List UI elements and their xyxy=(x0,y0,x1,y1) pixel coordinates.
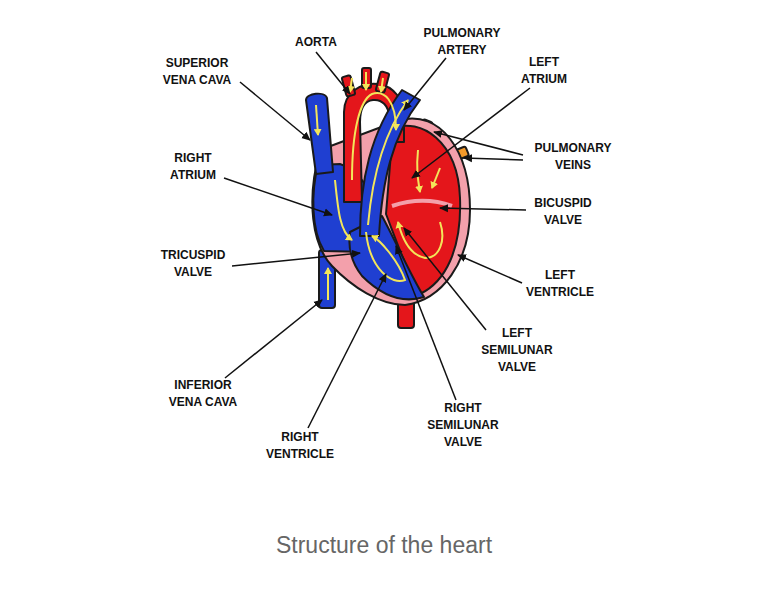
leader-line xyxy=(458,255,522,283)
leader-line xyxy=(434,132,523,155)
flow-arrow xyxy=(316,105,318,135)
leader-line xyxy=(232,253,360,266)
leader-line xyxy=(404,58,446,110)
flow-arrow xyxy=(335,180,352,240)
superior-vena-cava xyxy=(306,94,333,174)
part-label: AORTA xyxy=(286,34,346,51)
part-label: PULMONARY VEINS xyxy=(528,140,618,174)
part-label: INFERIOR VENA CAVA xyxy=(161,377,246,411)
leader-line xyxy=(440,208,526,210)
aortic-branch xyxy=(376,71,390,93)
leader-line xyxy=(464,158,523,160)
figure-caption: Structure of the heart xyxy=(0,532,768,559)
flow-arrow xyxy=(350,78,352,92)
part-label: LEFT VENTRICLE xyxy=(520,267,600,301)
part-label: LEFT SEMILUNAR VALVE xyxy=(475,325,560,376)
flow-arrow xyxy=(398,222,442,258)
leader-line xyxy=(225,300,322,378)
leader-line xyxy=(404,228,486,330)
part-label: RIGHT VENTRICLE xyxy=(260,429,340,463)
leader-line xyxy=(240,82,310,140)
part-label: LEFT ATRIUM xyxy=(514,54,574,88)
part-label: TRICUSPID VALVE xyxy=(153,247,233,281)
leader-line xyxy=(316,52,350,94)
flow-arrow xyxy=(352,93,396,180)
leader-line xyxy=(308,274,386,428)
blood-flow-arrows xyxy=(316,72,442,300)
flow-arrow xyxy=(366,232,405,281)
heart-drawing xyxy=(306,68,470,328)
flow-arrow xyxy=(417,150,420,192)
leader-line xyxy=(412,88,530,178)
flow-arrow xyxy=(365,72,367,90)
part-label: RIGHT SEMILUNAR VALVE xyxy=(421,400,506,451)
pulmonary-artery xyxy=(360,90,420,236)
leader-line xyxy=(396,246,456,400)
leader-line xyxy=(224,178,332,215)
flow-arrow xyxy=(327,268,329,300)
leader-lines xyxy=(224,52,530,428)
flow-arrow xyxy=(368,100,408,225)
flow-arrow xyxy=(432,168,440,188)
part-label: BICUSPID VALVE xyxy=(526,195,601,229)
flow-arrow xyxy=(381,78,383,92)
valve-line xyxy=(392,201,452,206)
part-label: RIGHT ATRIUM xyxy=(151,150,236,184)
part-label: SUPERIOR VENA CAVA xyxy=(155,55,240,89)
part-label: PULMONARY ARTERY xyxy=(417,25,507,59)
